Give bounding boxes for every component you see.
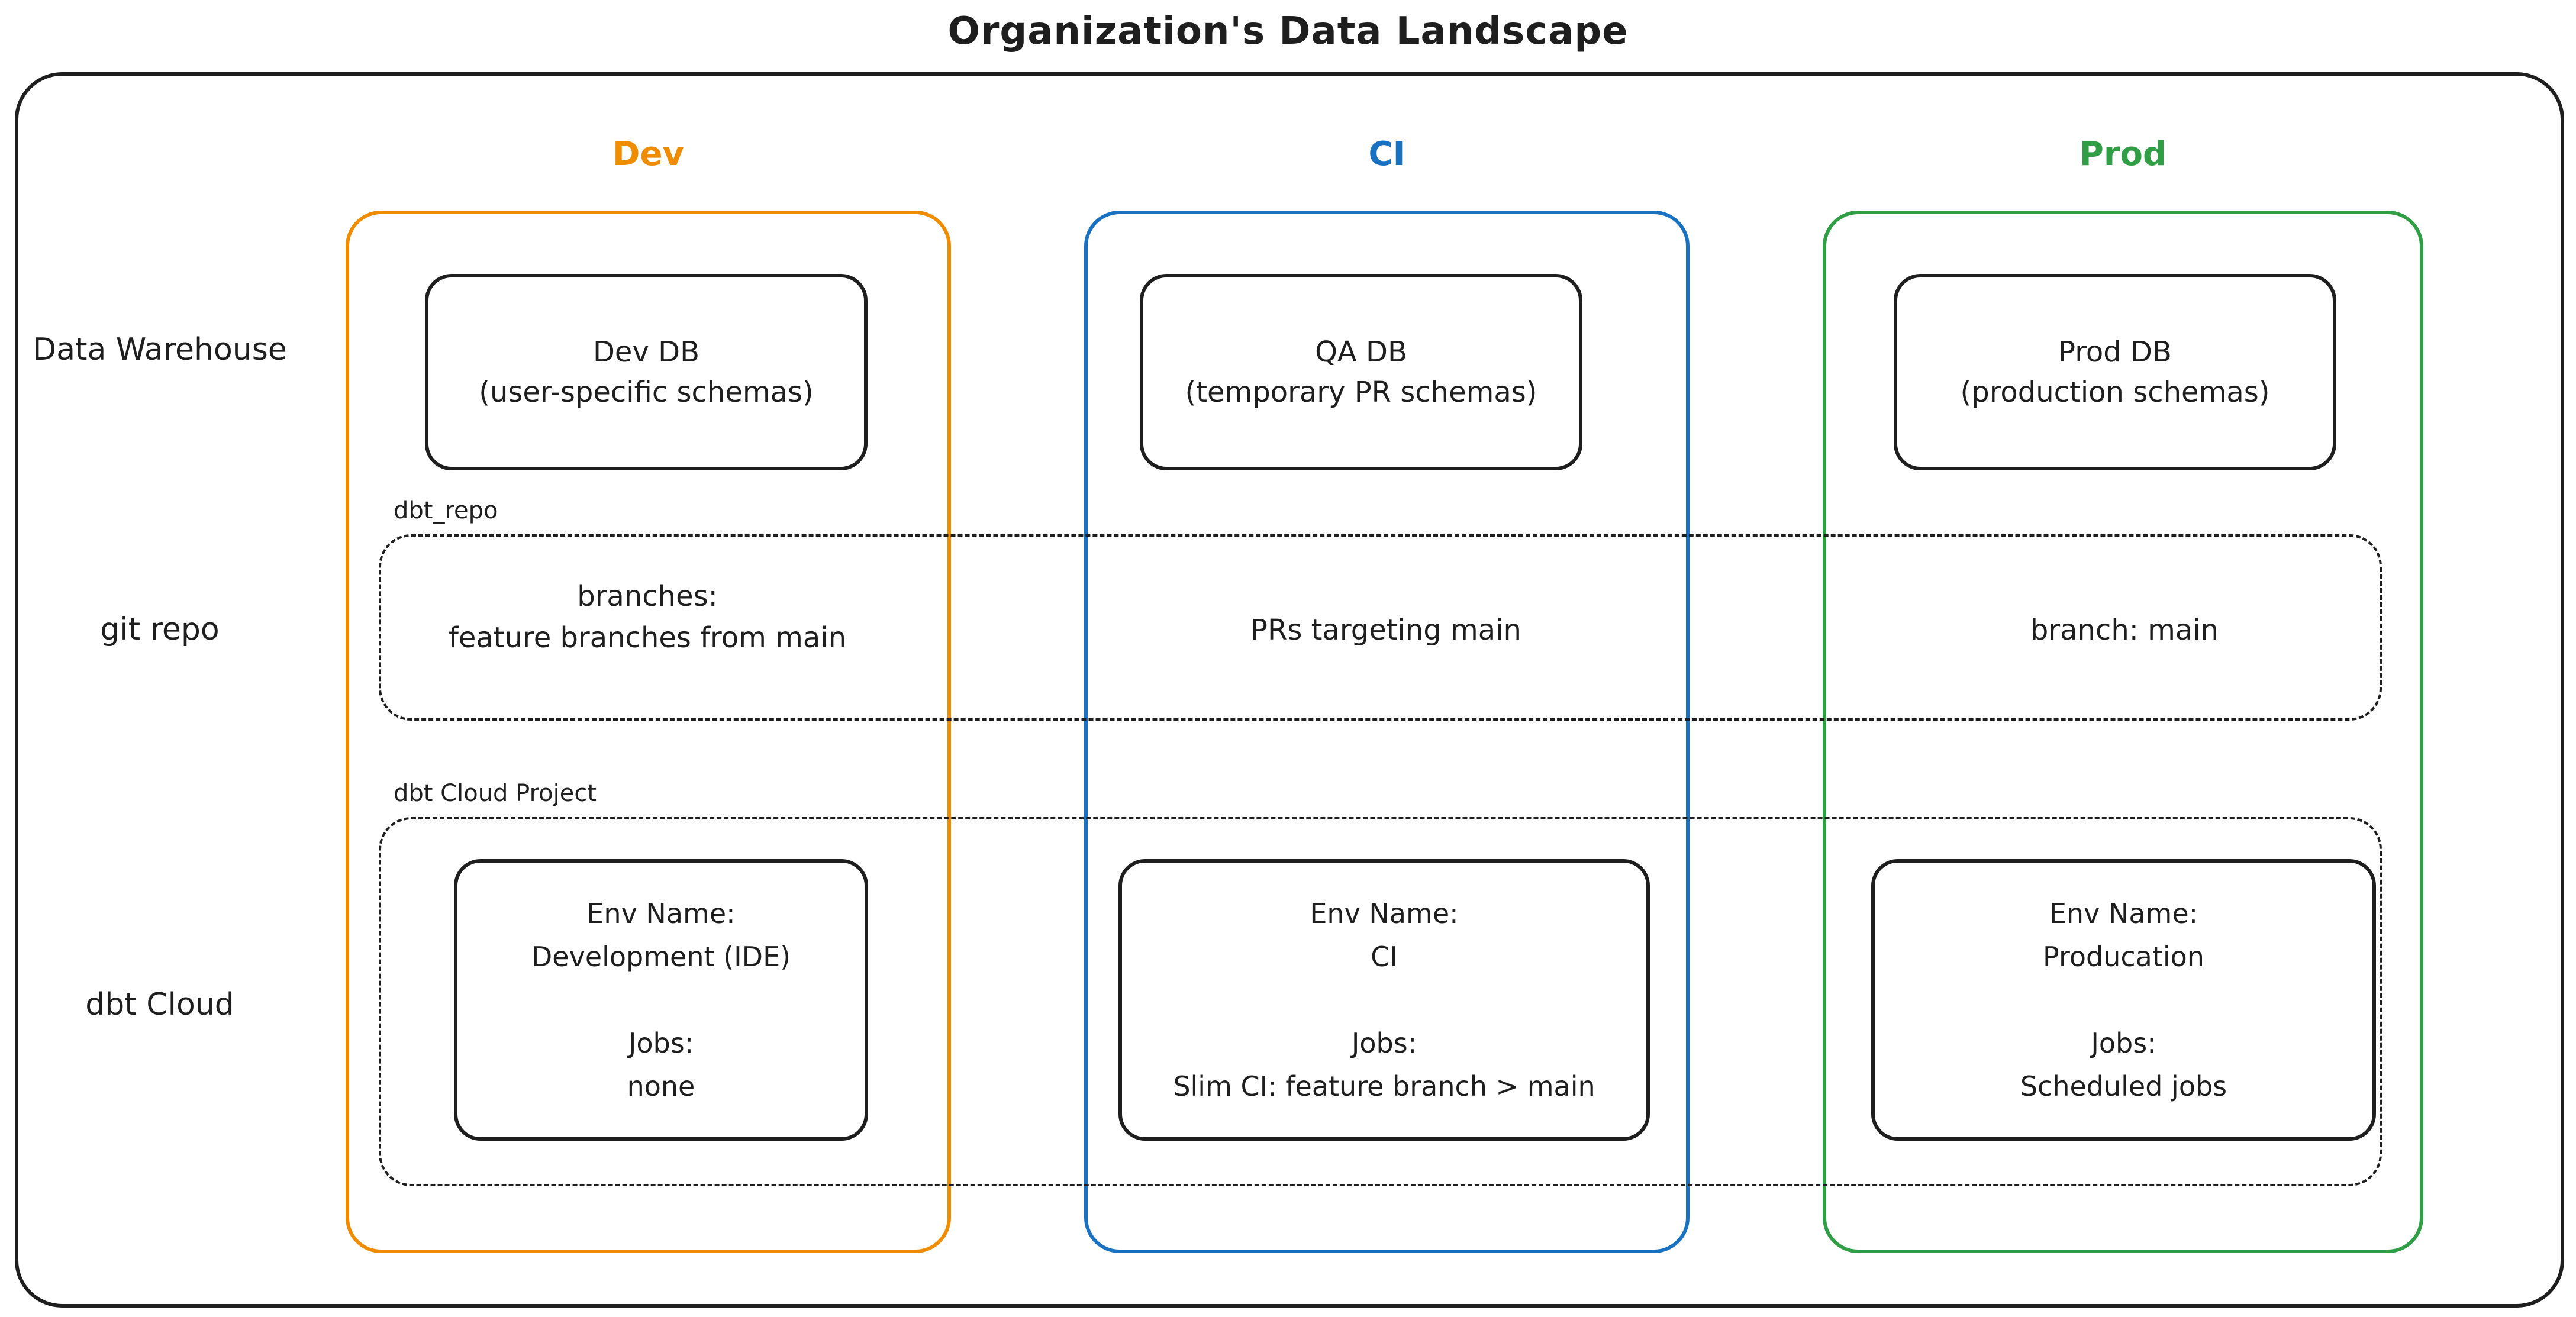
- dev-branches-line1: branches:: [577, 580, 718, 613]
- ci-jobs-label: Jobs:: [1351, 1027, 1417, 1059]
- dev-column-box: [346, 211, 951, 1253]
- dbt-cloud-project-band-label: dbt Cloud Project: [394, 780, 597, 807]
- dev-db-box: Dev DB (user-specific schemas): [425, 274, 868, 470]
- row-label-data-warehouse: Data Warehouse: [33, 332, 287, 367]
- column-header-ci: CI: [1368, 135, 1405, 173]
- git-repo-dashed-band: [379, 534, 2382, 721]
- prod-environment-box: Env Name: Producation Jobs: Scheduled jo…: [1871, 859, 2376, 1141]
- prod-branch-text: branch: main: [2030, 614, 2219, 647]
- prod-env-label: Env Name:: [2049, 897, 2198, 929]
- dev-env-name: Development (IDE): [531, 940, 791, 973]
- dev-jobs-label: Jobs:: [628, 1027, 694, 1059]
- ci-env-name: CI: [1371, 940, 1398, 973]
- qa-db-detail: (temporary PR schemas): [1185, 376, 1537, 409]
- git-repo-band-label: dbt_repo: [394, 497, 498, 524]
- column-header-dev: Dev: [612, 135, 684, 173]
- row-label-dbt-cloud: dbt Cloud: [85, 987, 234, 1022]
- ci-env-label: Env Name:: [1310, 897, 1459, 929]
- dev-db-name: Dev DB: [592, 335, 700, 369]
- dev-jobs-value: none: [627, 1070, 695, 1102]
- outer-frame: [15, 72, 2564, 1308]
- dev-db-detail: (user-specific schemas): [479, 376, 814, 409]
- dev-env-label: Env Name:: [586, 897, 736, 929]
- prod-column-box: [1823, 211, 2423, 1253]
- ci-prs-text: PRs targeting main: [1250, 614, 1521, 647]
- diagram-title: Organization's Data Landscape: [947, 9, 1629, 53]
- prod-db-name: Prod DB: [2058, 335, 2172, 369]
- dev-branches-text: branches: feature branches from main: [357, 576, 937, 658]
- qa-db-name: QA DB: [1315, 335, 1407, 369]
- prod-db-box: Prod DB (production schemas): [1894, 274, 2336, 470]
- row-label-git-repo: git repo: [100, 612, 220, 647]
- ci-jobs-value: Slim CI: feature branch > main: [1173, 1070, 1595, 1102]
- prod-jobs-value: Scheduled jobs: [2020, 1070, 2227, 1102]
- prod-db-detail: (production schemas): [1960, 376, 2270, 409]
- dev-environment-box: Env Name: Development (IDE) Jobs: none: [454, 859, 868, 1141]
- ci-environment-box: Env Name: CI Jobs: Slim CI: feature bran…: [1118, 859, 1650, 1141]
- column-header-prod: Prod: [2079, 135, 2167, 173]
- prod-env-name: Producation: [2043, 940, 2204, 973]
- prod-jobs-label: Jobs:: [2091, 1027, 2156, 1059]
- dev-branches-line2: feature branches from main: [448, 621, 847, 654]
- ci-column-box: [1084, 211, 1690, 1253]
- dbt-cloud-project-dashed-band: [379, 817, 2382, 1186]
- qa-db-box: QA DB (temporary PR schemas): [1140, 274, 1582, 470]
